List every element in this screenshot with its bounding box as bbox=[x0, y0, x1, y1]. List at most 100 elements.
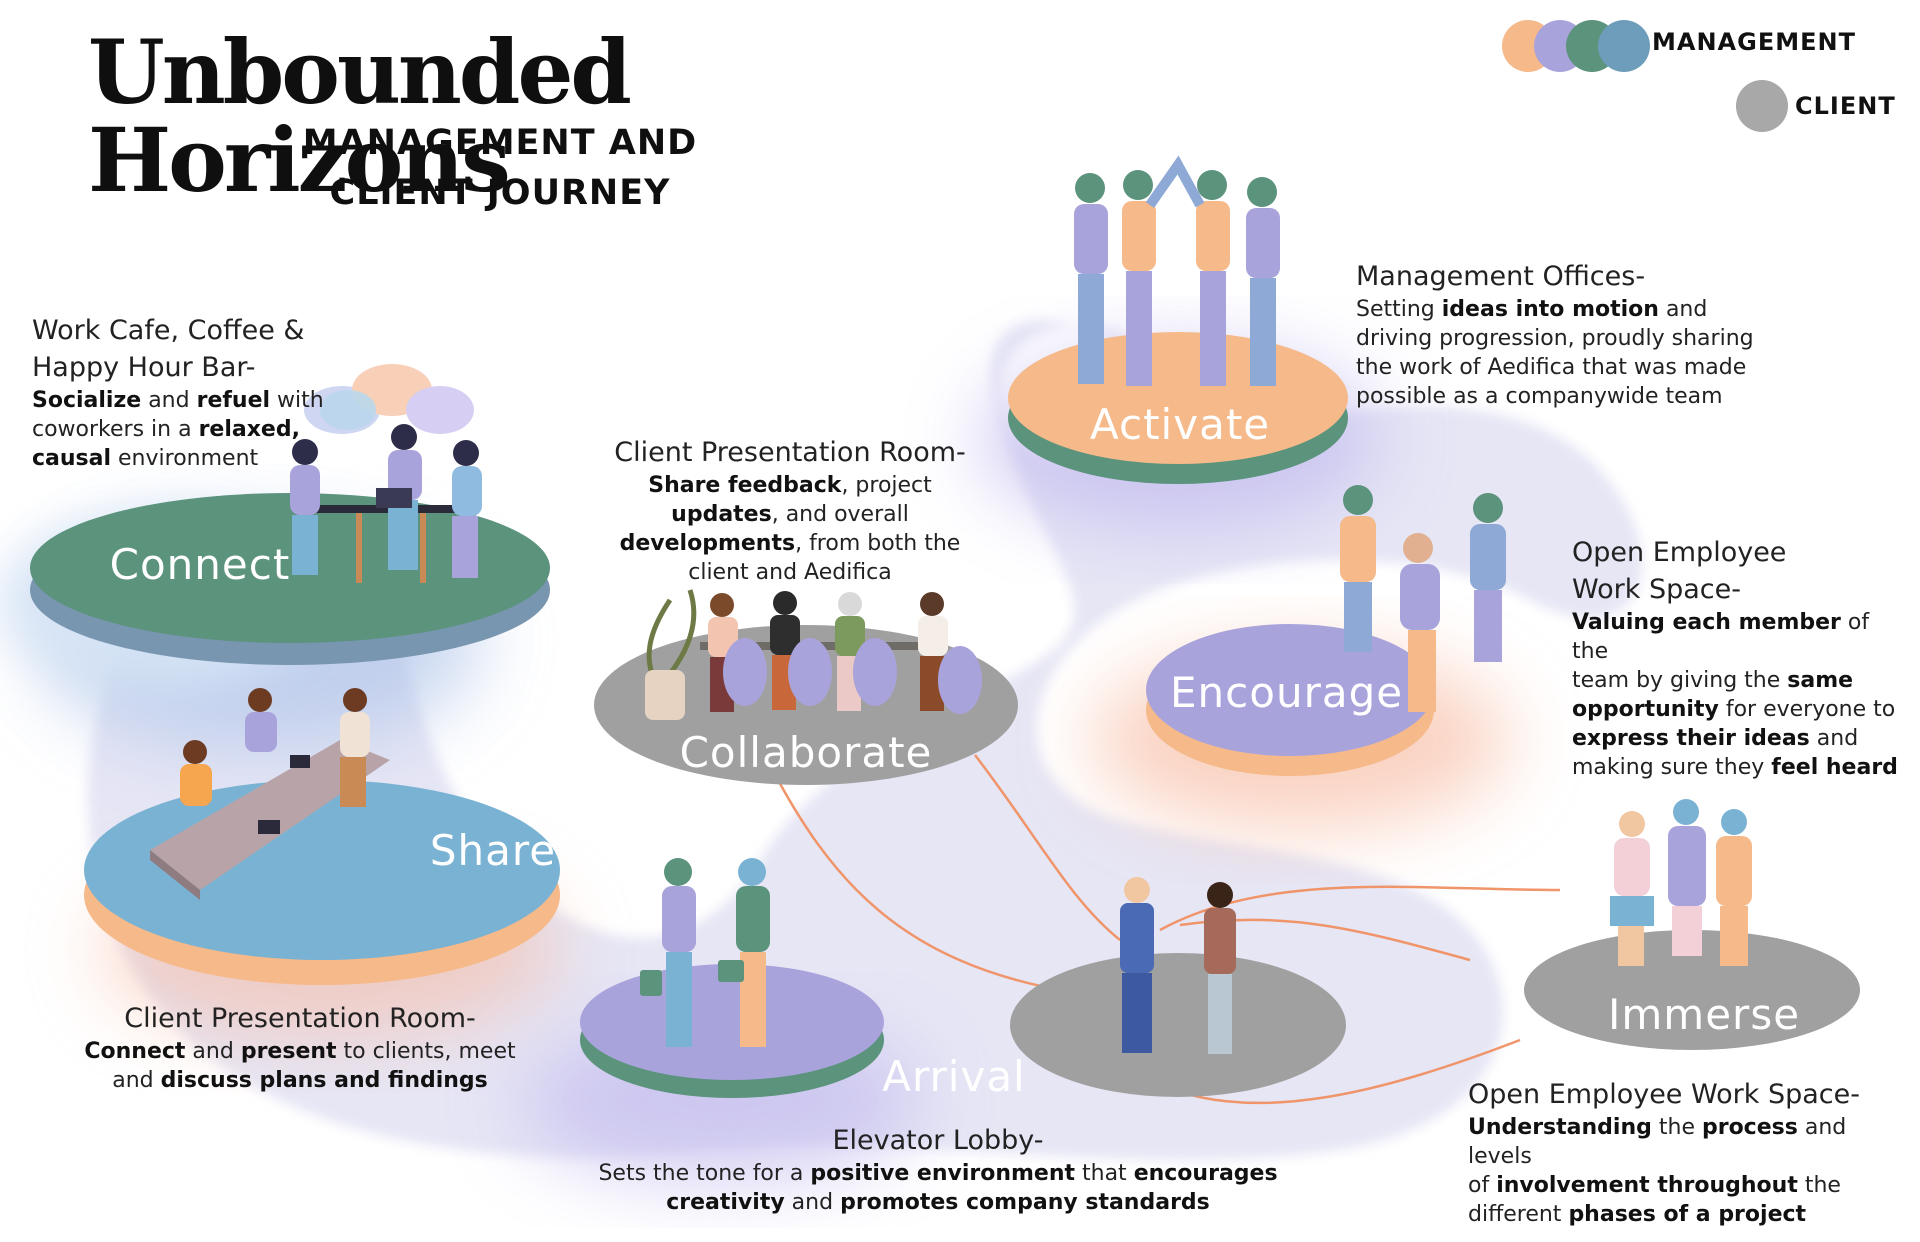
connect-desc-text: coworkers in a bbox=[32, 417, 199, 442]
collaborate-desc-text: , and overall bbox=[771, 502, 909, 527]
encourage-desc-bold: opportunity bbox=[1572, 697, 1719, 722]
share-description: Client Presentation Room- Connect and pr… bbox=[70, 1000, 530, 1095]
immerse-desc-heading: Open Employee Work Space- bbox=[1468, 1079, 1860, 1110]
encourage-desc-bold: feel heard bbox=[1771, 755, 1898, 780]
collaborate-desc-text: , project bbox=[841, 473, 932, 498]
handshake-illustration bbox=[1120, 877, 1236, 1054]
arrival-desc-line-2: creativity and promotes company standard… bbox=[598, 1188, 1278, 1217]
subtitle-line-1: MANAGEMENT AND bbox=[302, 123, 698, 163]
arrival-desc-text: Sets the tone for a bbox=[598, 1161, 811, 1186]
encourage-desc-heading-1: Open Employee bbox=[1572, 537, 1787, 568]
page-subtitle: MANAGEMENT AND CLIENT JOURNEY bbox=[180, 118, 820, 218]
activate-desc-line-1: Setting ideas into motion and bbox=[1356, 295, 1796, 324]
stage-label-collaborate: Collaborate bbox=[679, 728, 933, 777]
legend-management-dot bbox=[1598, 20, 1650, 72]
encourage-desc-bold: Valuing each member bbox=[1572, 610, 1841, 635]
connect-desc-bold: refuel bbox=[196, 388, 271, 413]
connect-desc-text: environment bbox=[111, 446, 259, 471]
connect-desc-text: with bbox=[270, 388, 324, 413]
immerse-desc-text: of bbox=[1468, 1173, 1497, 1198]
stage-label-immerse: Immerse bbox=[1608, 990, 1801, 1039]
encourage-desc-line-1: Valuing each member of the bbox=[1572, 608, 1912, 666]
stage-label-arrival: Arrival bbox=[882, 1052, 1026, 1101]
handshake-platform bbox=[1010, 953, 1346, 1097]
legend-management-icon bbox=[1502, 20, 1650, 72]
arrival-desc-text: and bbox=[784, 1190, 841, 1215]
team-high-five-illustration bbox=[1074, 155, 1280, 386]
collaborate-description: Client Presentation Room- Share feedback… bbox=[600, 434, 980, 587]
share-desc-line-2: and discuss plans and findings bbox=[70, 1066, 530, 1095]
encourage-desc-text: team by giving the bbox=[1572, 668, 1788, 693]
connect-desc-bold: causal bbox=[32, 446, 112, 471]
encourage-desc-bold: express their ideas bbox=[1572, 726, 1810, 751]
immerse-desc-text: and levels bbox=[1468, 1115, 1847, 1169]
subtitle-line-2: CLIENT JOURNEY bbox=[329, 173, 671, 213]
encourage-desc-bold: same bbox=[1787, 668, 1854, 693]
stage-label-encourage: Encourage bbox=[1170, 668, 1404, 717]
share-desc-text: and bbox=[185, 1039, 241, 1064]
immerse-desc-line-2: of involvement throughout the bbox=[1468, 1171, 1908, 1200]
lobby-people-illustration bbox=[640, 858, 770, 1047]
arrival-desc-text: that bbox=[1075, 1161, 1134, 1186]
immerse-desc-text: the bbox=[1651, 1115, 1702, 1140]
legend-management-label: MANAGEMENT bbox=[1652, 28, 1856, 56]
connect-description: Work Cafe, Coffee & Happy Hour Bar- Soci… bbox=[32, 312, 332, 473]
legend-client-icon bbox=[1736, 80, 1788, 132]
encourage-desc-line-2: team by giving the same bbox=[1572, 666, 1912, 695]
arrival-desc-bold: positive environment bbox=[810, 1161, 1076, 1186]
connect-desc-heading-1: Work Cafe, Coffee & bbox=[32, 315, 305, 346]
activate-desc-bold: ideas into motion bbox=[1441, 297, 1659, 322]
encourage-desc-line-3: opportunity for everyone to bbox=[1572, 695, 1912, 724]
share-desc-text: to clients, meet bbox=[336, 1039, 516, 1064]
arrival-desc-bold: creativity bbox=[666, 1190, 785, 1215]
encourage-desc-heading-2: Work Space- bbox=[1572, 574, 1741, 605]
stage-label-share: Share bbox=[429, 826, 557, 875]
share-platform bbox=[84, 780, 560, 985]
connect-desc-line-1: Socialize and refuel with bbox=[32, 386, 332, 415]
immerse-desc-bold: process bbox=[1701, 1115, 1798, 1140]
conference-illustration bbox=[645, 589, 982, 720]
arrival-desc-bold: promotes company standards bbox=[840, 1190, 1210, 1215]
immerse-desc-bold: phases of a project bbox=[1568, 1202, 1807, 1227]
stage-label-connect: Connect bbox=[109, 540, 291, 589]
arrival-description: Elevator Lobby- Sets the tone for a posi… bbox=[598, 1122, 1278, 1217]
collaborate-desc-line-2: updates, and overall bbox=[600, 500, 980, 529]
encourage-desc-text: for everyone to bbox=[1718, 697, 1896, 722]
huddle-illustration bbox=[1610, 799, 1752, 966]
collaborate-desc-heading: Client Presentation Room- bbox=[614, 437, 966, 468]
immerse-desc-bold: Understanding bbox=[1468, 1115, 1652, 1140]
activate-desc-heading: Management Offices- bbox=[1356, 261, 1646, 292]
activate-desc-text: Setting bbox=[1356, 297, 1442, 322]
encourage-description: Open Employee Work Space- Valuing each m… bbox=[1572, 534, 1912, 782]
immerse-desc-text: the bbox=[1797, 1173, 1841, 1198]
share-desc-heading: Client Presentation Room- bbox=[124, 1003, 476, 1034]
collaborate-desc-bold: updates bbox=[671, 502, 772, 527]
legend-client-label: CLIENT bbox=[1795, 92, 1896, 120]
immerse-platform bbox=[1524, 930, 1860, 1050]
connect-desc-text: and bbox=[141, 388, 197, 413]
immerse-description: Open Employee Work Space- Understanding … bbox=[1468, 1076, 1908, 1229]
immerse-desc-line-3: different phases of a project bbox=[1468, 1200, 1908, 1229]
activate-description: Management Offices- Setting ideas into m… bbox=[1356, 258, 1796, 411]
activate-desc-line-4: possible as a companywide team bbox=[1356, 384, 1723, 409]
collaborate-desc-bold: Share feedback bbox=[648, 473, 842, 498]
share-desc-bold: discuss plans and findings bbox=[160, 1068, 488, 1093]
share-desc-text: and bbox=[112, 1068, 161, 1093]
connect-desc-bold: Socialize bbox=[32, 388, 142, 413]
encourage-platform bbox=[1146, 624, 1434, 776]
collaborate-desc-bold: developments bbox=[619, 531, 796, 556]
activate-desc-line-2: driving progression, proudly sharing bbox=[1356, 326, 1754, 351]
page-title: Unbounded Horizons bbox=[88, 20, 632, 212]
encourage-desc-text: making sure they bbox=[1572, 755, 1772, 780]
connect-desc-line-3: causal environment bbox=[32, 444, 332, 473]
immerse-desc-text: different bbox=[1468, 1202, 1569, 1227]
encourage-desc-line-4: express their ideas and bbox=[1572, 724, 1912, 753]
arrival-desc-heading: Elevator Lobby- bbox=[832, 1125, 1044, 1156]
cafe-scene-illustration bbox=[290, 364, 482, 583]
arrival-desc-bold: encourages bbox=[1133, 1161, 1278, 1186]
stage-label-activate: Activate bbox=[1090, 400, 1271, 449]
share-desc-line-1: Connect and present to clients, meet bbox=[70, 1037, 530, 1066]
encourage-desc-line-5: making sure they feel heard bbox=[1572, 753, 1912, 782]
